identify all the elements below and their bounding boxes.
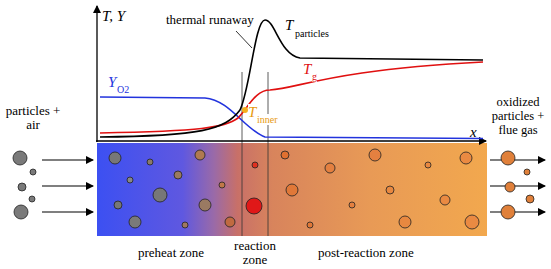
- curve-label: T: [303, 61, 311, 78]
- leader-line: [236, 31, 252, 48]
- axis-label: T, Y: [102, 8, 125, 25]
- curve-label: T: [248, 104, 256, 121]
- particle-temperature-curve: [100, 20, 483, 137]
- curve-label: Y: [108, 74, 116, 91]
- annotation: thermal runaway: [166, 13, 254, 27]
- curve-subscript: O2: [117, 84, 129, 95]
- outflow-label: oxidized particles + flue gas: [487, 96, 549, 137]
- gas-temperature-curve: [100, 62, 483, 133]
- curve-subscript: g: [312, 71, 317, 82]
- zone-label: post-reaction zone: [318, 246, 414, 260]
- x-axis: [96, 140, 486, 141]
- curve-subscript: inner: [257, 114, 278, 125]
- zone-border: [242, 72, 243, 236]
- flow-band: [97, 143, 487, 236]
- curve-subscript: particles: [295, 28, 329, 39]
- zone-label: preheat zone: [138, 246, 204, 260]
- zone-label: reaction zone: [222, 239, 288, 268]
- y-axis: [96, 6, 97, 142]
- inflow-label: particles + air: [2, 104, 64, 133]
- oxygen-curve: [100, 97, 483, 139]
- curve-label: T: [285, 17, 293, 34]
- inflow-arrows: [42, 160, 545, 212]
- axis-label: x: [470, 124, 477, 141]
- zone-border: [268, 72, 269, 236]
- particles: [13, 149, 534, 229]
